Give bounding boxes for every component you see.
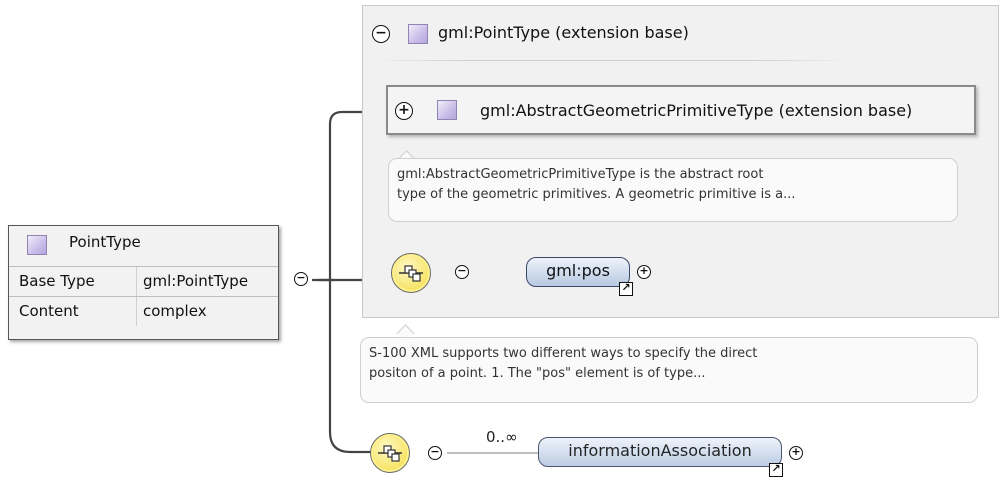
sequence-glyph (378, 445, 402, 462)
reference-icon: ↗ (769, 463, 783, 477)
annotation-line: S-100 XML supports two different ways to… (369, 346, 758, 361)
type-row: Content complex (9, 296, 278, 326)
collapse-icon[interactable] (372, 25, 390, 43)
row-value: gml:PointType (136, 267, 248, 296)
expand-icon[interactable] (395, 102, 413, 120)
annotation-line: positon of a point. 1. The "pos" element… (369, 366, 706, 381)
sequence-icon[interactable] (391, 253, 431, 293)
sequence-glyph (399, 265, 423, 282)
annotation-line: type of the geometric primitives. A geom… (397, 187, 796, 202)
element-gml-pos[interactable]: gml:pos (526, 257, 630, 287)
row-key: Content (19, 302, 79, 320)
cardinality-label: 0..∞ (486, 428, 518, 446)
annotation-line: gml:AbstractGeometricPrimitiveType is th… (397, 167, 764, 182)
annotation-abstract: gml:AbstractGeometricPrimitiveType is th… (388, 158, 958, 222)
expand-icon[interactable] (637, 265, 651, 279)
expand-icon[interactable] (789, 446, 803, 460)
complex-type-box[interactable]: PointType Base Type gml:PointType Conten… (8, 225, 279, 340)
divider (370, 60, 850, 61)
row-key: Base Type (19, 272, 95, 290)
type-swatch-icon (408, 24, 428, 44)
collapse-icon[interactable] (428, 446, 442, 460)
element-information-association[interactable]: informationAssociation (538, 437, 782, 467)
annotation-point: S-100 XML supports two different ways to… (360, 337, 978, 403)
row-value: complex (136, 297, 207, 326)
type-row: Base Type gml:PointType (9, 266, 278, 296)
type-swatch-icon (27, 235, 47, 255)
reference-icon: ↗ (619, 282, 633, 296)
type-swatch-icon (437, 100, 457, 120)
extension-title: gml:PointType (extension base) (438, 23, 689, 42)
type-name: PointType (69, 233, 141, 251)
abstract-type-box[interactable] (386, 85, 976, 135)
abstract-type-title: gml:AbstractGeometricPrimitiveType (exte… (480, 101, 913, 120)
collapse-icon[interactable] (455, 265, 469, 279)
collapse-icon[interactable] (294, 272, 308, 286)
